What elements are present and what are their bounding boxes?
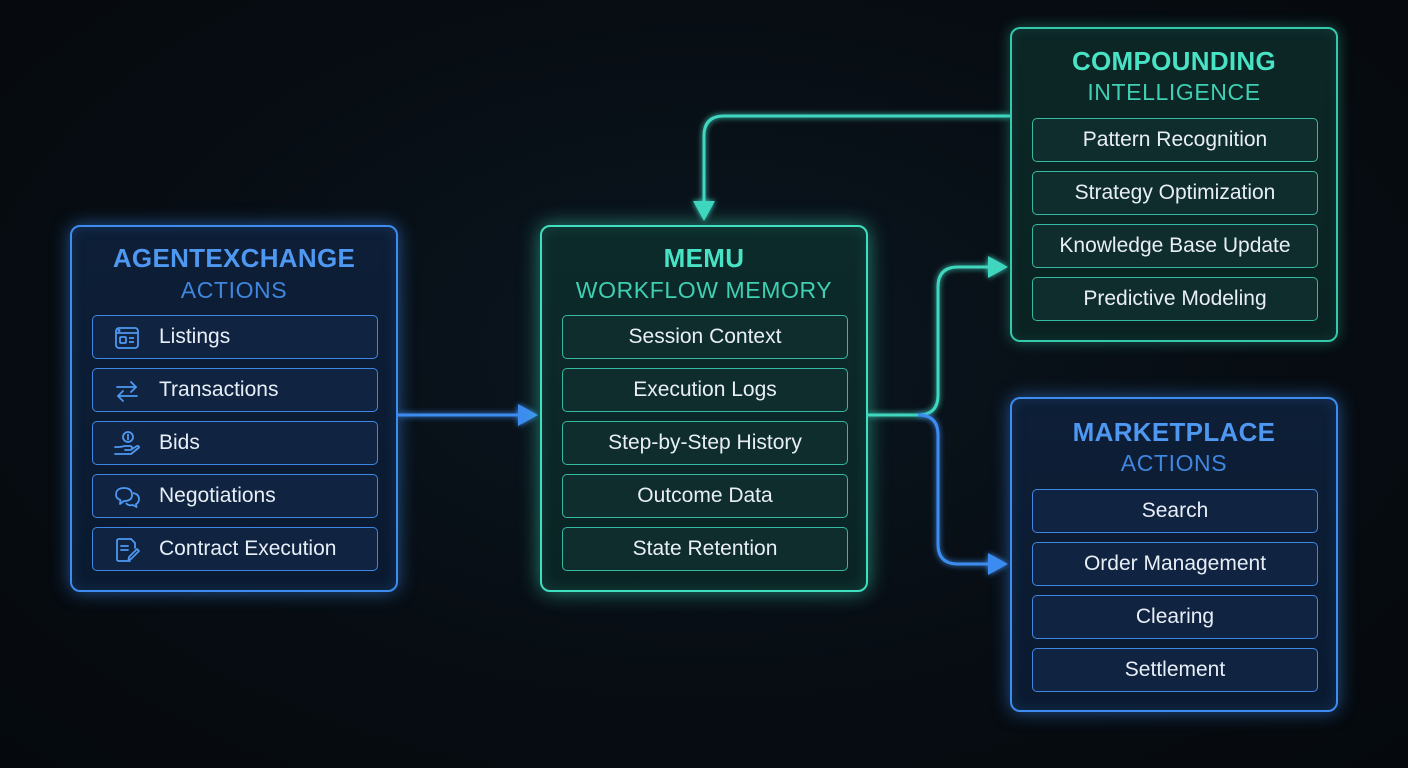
- marketplace-subtitle: ACTIONS: [1120, 450, 1228, 476]
- agentexchange-item-label: Listings: [159, 325, 231, 348]
- agentexchange-item-label: Contract Execution: [159, 537, 337, 560]
- marketplace-title: MARKETPLACE: [1072, 417, 1276, 447]
- agentexchange-item-label: Negotiations: [159, 484, 276, 507]
- memu-item-label: Step-by-Step History: [608, 431, 802, 454]
- memu-title: MEMU: [663, 243, 745, 273]
- memu-item-outcome-data[interactable]: Outcome Data: [562, 474, 848, 518]
- compounding-item-strategy-optimization[interactable]: Strategy Optimization: [1032, 171, 1318, 215]
- agentexchange-item-negotiations[interactable]: Negotiations: [92, 474, 378, 518]
- compounding-panel: COMPOUNDING INTELLIGENCE Pattern Recogni…: [1010, 27, 1338, 342]
- marketplace-item-label: Search: [1141, 499, 1209, 522]
- agentexchange-item-bids[interactable]: Bids: [92, 421, 378, 465]
- compounding-item-label: Knowledge Base Update: [1059, 234, 1291, 257]
- compounding-item-label: Predictive Modeling: [1083, 287, 1267, 310]
- compounding-item-knowledge-base-update[interactable]: Knowledge Base Update: [1032, 224, 1318, 268]
- memu-item-session-context[interactable]: Session Context: [562, 315, 848, 359]
- marketplace-item-label: Order Management: [1083, 552, 1267, 575]
- memu-subtitle: WORKFLOW MEMORY: [575, 277, 833, 303]
- marketplace-item-settlement[interactable]: Settlement: [1032, 648, 1318, 692]
- memu-item-execution-logs[interactable]: Execution Logs: [562, 368, 848, 412]
- arrow-memu-to-marketplace: [917, 413, 1008, 575]
- arrow-agentexchange-to-memu: [398, 404, 538, 426]
- compounding-item-label: Strategy Optimization: [1074, 181, 1276, 204]
- compounding-title: COMPOUNDING: [1071, 46, 1277, 76]
- memu-item-label: State Retention: [632, 537, 778, 560]
- marketplace-item-label: Clearing: [1135, 605, 1215, 628]
- compounding-item-label: Pattern Recognition: [1082, 128, 1268, 151]
- arrow-compounding-to-memu: [693, 114, 1010, 221]
- agentexchange-panel: AGENTEXCHANGE ACTIONS Listings Transacti…: [70, 225, 398, 592]
- marketplace-item-search[interactable]: Search: [1032, 489, 1318, 533]
- marketplace-panel: MARKETPLACE ACTIONS Search Order Managem…: [1010, 397, 1338, 712]
- marketplace-item-label: Settlement: [1124, 658, 1226, 681]
- marketplace-item-order-management[interactable]: Order Management: [1032, 542, 1318, 586]
- agentexchange-item-label: Bids: [159, 431, 200, 454]
- agentexchange-item-label: Transactions: [159, 378, 279, 401]
- compounding-subtitle: INTELLIGENCE: [1087, 79, 1261, 105]
- hand-coin-icon: [114, 431, 140, 455]
- memu-item-step-by-step-history[interactable]: Step-by-Step History: [562, 421, 848, 465]
- arrow-memu-to-compounding: [868, 256, 1008, 417]
- compounding-item-pattern-recognition[interactable]: Pattern Recognition: [1032, 118, 1318, 162]
- agentexchange-item-contract-execution[interactable]: Contract Execution: [92, 527, 378, 571]
- agentexchange-item-transactions[interactable]: Transactions: [92, 368, 378, 412]
- memu-item-label: Outcome Data: [637, 484, 773, 507]
- compounding-item-predictive-modeling[interactable]: Predictive Modeling: [1032, 277, 1318, 321]
- agentexchange-item-listings[interactable]: Listings: [92, 315, 378, 359]
- memu-panel: MEMU WORKFLOW MEMORY Session Context Exe…: [540, 225, 868, 592]
- memu-item-state-retention[interactable]: State Retention: [562, 527, 848, 571]
- agentexchange-title: AGENTEXCHANGE: [112, 243, 356, 273]
- memu-item-label: Execution Logs: [633, 378, 777, 401]
- listing-card-icon: [115, 327, 139, 349]
- memu-item-label: Session Context: [628, 325, 782, 348]
- swap-arrows-icon: [116, 381, 138, 402]
- document-pen-icon: [116, 538, 140, 562]
- agentexchange-subtitle: ACTIONS: [180, 277, 288, 303]
- chat-bubbles-icon: [115, 487, 140, 508]
- marketplace-item-clearing[interactable]: Clearing: [1032, 595, 1318, 639]
